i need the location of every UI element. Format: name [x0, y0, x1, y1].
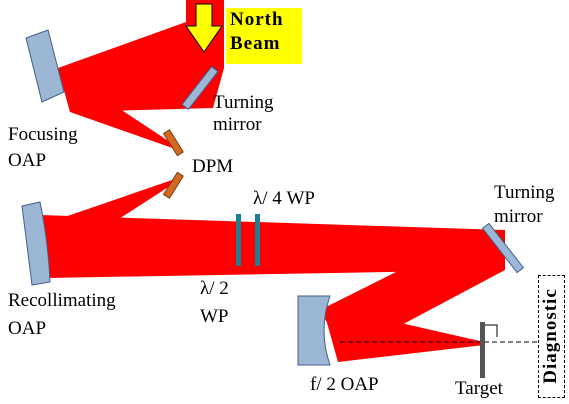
turning-mirror-2-label-line1: Turning [494, 182, 555, 203]
beam-direction-arrow [185, 3, 223, 53]
north-beam-label-line2: Beam [230, 33, 281, 54]
recollimating-oap-label-line2: OAP [8, 318, 47, 339]
half-wave-plate-label-line2: WP [200, 306, 229, 327]
right-angle-marker [485, 324, 498, 337]
beam-to-target [322, 305, 484, 362]
target-label: Target [455, 378, 503, 399]
turning-mirror-1 [181, 65, 219, 111]
quarter-wave-plate [255, 214, 260, 266]
f2-oap [297, 295, 331, 366]
focusing-oap-label-line1: Focusing [8, 124, 78, 145]
half-wave-plate-label-line1: λ/ 2 [200, 278, 229, 299]
focusing-oap [25, 29, 65, 103]
quarter-wave-plate-label: λ/ 4 WP [253, 188, 315, 209]
target-plate [480, 322, 485, 378]
beam-focus-cone [58, 68, 178, 150]
beam-to-focusing-oap [58, 22, 224, 112]
recollimating-oap-label-line1: Recollimating [8, 290, 116, 311]
dpm-upper [162, 129, 184, 157]
turning-mirror-2-label-line2: mirror [494, 206, 543, 227]
turning-mirror-1-label-line1: Turning [213, 92, 274, 113]
recollimating-oap [21, 201, 51, 286]
dpm-lower [162, 171, 184, 199]
f2-oap-label: f/ 2 OAP [310, 374, 379, 395]
diagnostic-label: Diagnostic [540, 288, 561, 384]
beam-collimated [40, 215, 503, 278]
focusing-oap-label-line2: OAP [8, 150, 47, 171]
dpm-label: DPM [192, 156, 234, 177]
north-beam-label-line1: North [230, 9, 284, 30]
diagnostic-box [538, 275, 565, 398]
north-beam-label-box: North Beam [226, 8, 302, 64]
half-wave-plate [236, 214, 241, 266]
turning-mirror-2 [481, 222, 525, 274]
turning-mirror-1-label-line2: mirror [213, 114, 262, 135]
